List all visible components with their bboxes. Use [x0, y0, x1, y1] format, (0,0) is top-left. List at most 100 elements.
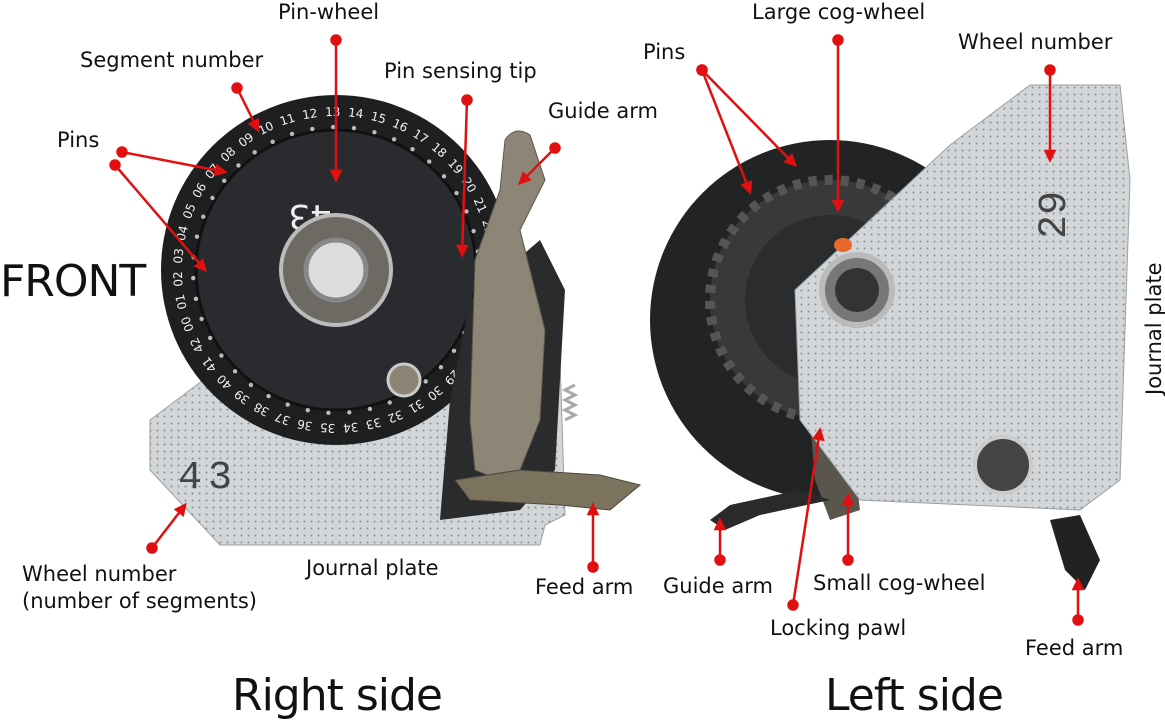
callout-arrowhead	[831, 199, 845, 213]
pin	[219, 353, 224, 358]
callout-arrowhead	[247, 117, 260, 133]
orange-mark	[834, 238, 852, 252]
pin	[305, 407, 310, 413]
callout-dot	[330, 34, 342, 46]
pin	[451, 348, 457, 354]
guide-arm-left	[710, 490, 830, 530]
callout-line	[700, 69, 752, 193]
pin	[464, 209, 469, 214]
label-feed-arm-left: Feed arm	[1025, 636, 1124, 660]
pin	[410, 146, 415, 152]
segment-number: 21	[471, 195, 490, 215]
callout-dot	[714, 554, 726, 566]
segment-number: 16	[390, 116, 410, 135]
callout-dot	[832, 34, 844, 46]
pin	[207, 335, 213, 341]
segment-number: 36	[296, 417, 314, 434]
pin	[387, 400, 392, 405]
pin	[427, 159, 432, 164]
label-guide-arm-left: Guide arm	[663, 574, 773, 598]
plate-wheel-number-right: 43	[178, 456, 238, 501]
label-pins-left: Pins	[643, 40, 686, 64]
segment-number: 37	[273, 410, 292, 428]
pin	[222, 178, 227, 183]
callout-arrowhead	[193, 258, 207, 273]
pin	[191, 275, 196, 281]
feed-arm-right	[454, 469, 642, 511]
label-wheel-number-right: Wheel number	[22, 562, 177, 586]
journal-plate-left	[794, 84, 1131, 511]
callout-arrowhead	[329, 169, 343, 183]
feed-arm-left	[1050, 515, 1100, 590]
callout-arrowhead	[213, 163, 228, 177]
screw	[386, 362, 422, 398]
callout-arrowhead	[1071, 577, 1085, 591]
label-front: FRONT	[0, 256, 146, 307]
label-feed-arm-right: Feed arm	[535, 575, 634, 599]
pin	[372, 130, 377, 135]
pin	[210, 195, 215, 201]
segment-number: 38	[251, 400, 271, 420]
pin	[266, 393, 271, 399]
pin	[194, 234, 200, 239]
segment-number: 00	[178, 314, 196, 333]
pin	[391, 137, 397, 142]
pin	[347, 410, 352, 415]
spring	[561, 383, 579, 422]
pin	[454, 190, 459, 196]
callout-dot	[842, 554, 854, 566]
callout-dot	[549, 142, 561, 154]
pin	[310, 126, 315, 132]
pin	[351, 125, 357, 131]
callout-dot	[696, 64, 708, 76]
pin	[438, 364, 444, 370]
label-pins-right: Pins	[57, 128, 100, 152]
callout-arrowhead	[713, 517, 727, 531]
callout-arrowhead	[841, 492, 855, 506]
segment-number: 17	[410, 126, 430, 146]
segment-number: 14	[347, 105, 364, 121]
plate-wheel-number-left: 29	[1033, 191, 1078, 239]
label-segment-number: Segment number	[80, 48, 264, 72]
pin	[285, 402, 290, 407]
pin	[471, 228, 476, 234]
pin	[270, 139, 275, 144]
segment-number: 35	[320, 420, 336, 435]
callout-dot	[109, 159, 121, 171]
pin	[248, 382, 254, 388]
pin	[199, 316, 204, 322]
callout-dot	[1072, 614, 1084, 626]
callout-dot	[116, 146, 128, 158]
segment-number: 05	[180, 201, 199, 220]
label-journal-plate-right: Journal plate	[306, 556, 439, 580]
label-locking-pawl: Locking pawl	[770, 616, 907, 640]
segment-number: 11	[278, 111, 297, 129]
callout-arrowhead	[455, 244, 469, 258]
callout-arrowhead	[517, 171, 532, 186]
callout-line	[121, 150, 226, 174]
pin	[193, 296, 199, 302]
pin	[232, 369, 238, 374]
segment-number: 15	[369, 109, 387, 127]
pin	[326, 410, 331, 416]
segment-number: 10	[256, 119, 276, 138]
label-large-cog-wheel: Large cog-wheel	[752, 0, 926, 24]
pin	[201, 214, 206, 219]
callout-arrowhead	[1043, 149, 1057, 163]
guide-arm-right	[469, 130, 546, 481]
pin	[441, 174, 447, 179]
callout-arrowhead	[812, 427, 825, 442]
pin	[289, 131, 295, 137]
segment-number: 33	[364, 415, 382, 432]
segment-number: 01	[173, 293, 190, 311]
callout-arrowhead	[586, 502, 600, 516]
callout-arrowhead	[783, 153, 798, 168]
label-pin-wheel: Pin-wheel	[278, 0, 380, 24]
segment-number: 32	[386, 407, 405, 426]
callout-line	[460, 99, 469, 256]
pin	[236, 163, 241, 168]
callout-line	[701, 69, 796, 166]
pin	[367, 406, 373, 412]
